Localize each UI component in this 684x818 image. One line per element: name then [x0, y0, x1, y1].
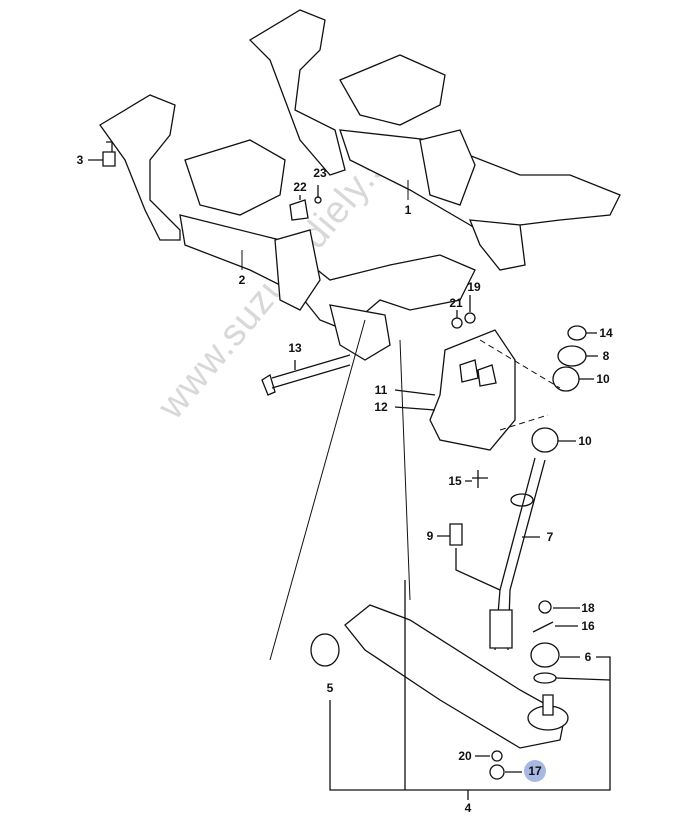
- callout-10-upper: 10: [596, 372, 610, 386]
- callout-15: 15: [448, 474, 462, 488]
- crossmember-front: [99, 94, 476, 361]
- callout-6: 6: [584, 650, 592, 664]
- lower-arm-4: [310, 604, 569, 749]
- callout-7: 7: [546, 530, 554, 544]
- callout-22: 22: [293, 180, 307, 194]
- bolt-3: [88, 141, 116, 167]
- callout-10-lower: 10: [578, 434, 592, 448]
- callout-8: 8: [602, 349, 610, 363]
- callout-19: 19: [467, 280, 481, 294]
- callout-2: 2: [238, 273, 246, 287]
- callout-11: 11: [374, 383, 388, 397]
- callout-20: 20: [458, 749, 472, 763]
- callout-13: 13: [288, 341, 302, 355]
- callout-1: 1: [404, 203, 412, 217]
- callout-5: 5: [326, 681, 334, 695]
- callout-23: 23: [313, 166, 327, 180]
- callout-21: 21: [449, 296, 463, 310]
- callout-17-highlighted[interactable]: 17: [524, 760, 546, 782]
- bushings: [531, 325, 587, 453]
- callout-14: 14: [599, 326, 613, 340]
- bolt-13: [261, 354, 351, 396]
- stabilizer-bar-7: [489, 457, 546, 651]
- callout-4: 4: [464, 801, 472, 815]
- callout-12: 12: [374, 400, 388, 414]
- callout-18: 18: [581, 601, 595, 615]
- crossmember-rear: [248, 9, 621, 271]
- bracket-22: [289, 185, 322, 221]
- callout-9: 9: [426, 529, 434, 543]
- callout-3: 3: [76, 153, 84, 167]
- callout-16: 16: [581, 619, 595, 633]
- mount-bracket: [429, 329, 516, 451]
